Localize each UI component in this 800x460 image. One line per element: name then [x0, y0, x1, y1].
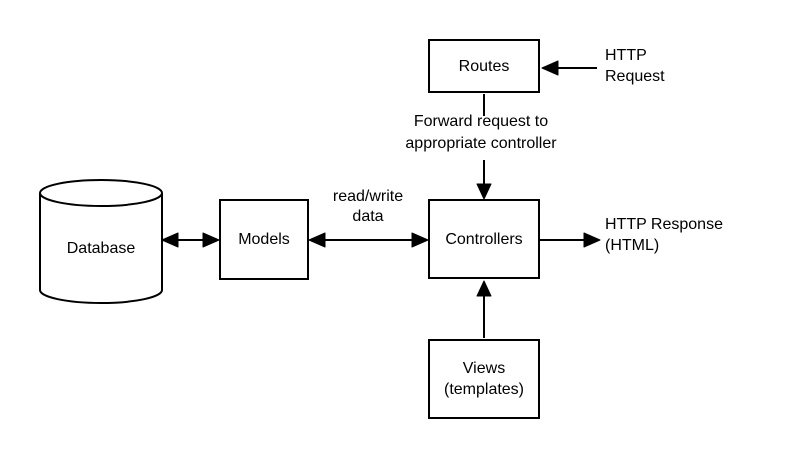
- arrow-routes-to-controllers: [476, 94, 492, 200]
- arrowhead-left-icon: [308, 232, 326, 248]
- node-views-label-line2: (templates): [443, 381, 525, 398]
- http-response-line2: (HTML): [605, 237, 660, 254]
- node-controllers: Controllers: [428, 199, 540, 279]
- arrowhead-down-icon: [476, 183, 492, 200]
- forward-request-line2: appropriate controller: [405, 135, 557, 152]
- arrowhead-right-icon: [411, 232, 429, 248]
- arrowhead-right-icon: [202, 232, 220, 248]
- arrowhead-right-icon: [583, 232, 601, 248]
- arrow-views-to-controllers: [476, 280, 492, 338]
- node-routes: Routes: [428, 39, 540, 93]
- read-write-line1: read/write: [332, 188, 404, 205]
- arrowhead-up-icon: [476, 280, 492, 297]
- read-write-line2: data: [352, 208, 384, 225]
- node-views-label-line1: Views: [462, 360, 506, 377]
- database-label-text: Database: [66, 240, 136, 257]
- arrow-database-models: [161, 232, 220, 248]
- forward-request-line1: Forward request to: [413, 113, 549, 130]
- node-controllers-label: Controllers: [445, 230, 523, 248]
- arrowhead-left-icon: [541, 60, 559, 76]
- http-request-line2: Request: [605, 68, 665, 85]
- arrow-http-request-to-routes: [541, 60, 597, 76]
- database-cylinder-body: [39, 193, 163, 304]
- arrow-models-controllers: [308, 232, 429, 248]
- edge-label-http-request: HTTP Request: [605, 45, 665, 87]
- arrow-controllers-to-http-response: [540, 232, 601, 248]
- node-views: Views (templates): [428, 339, 540, 419]
- node-routes-label: Routes: [458, 57, 510, 75]
- node-models: Models: [219, 199, 309, 280]
- edge-label-read-write-data: read/write data: [308, 187, 428, 227]
- database-cylinder-icon: [39, 179, 163, 304]
- http-response-line1: HTTP Response: [605, 216, 723, 233]
- node-database-label: Database: [40, 180, 162, 303]
- arrowhead-left-icon: [161, 232, 179, 248]
- edge-label-forward-request: Forward request to appropriate controlle…: [371, 111, 591, 155]
- node-models-label: Models: [238, 231, 290, 248]
- database-cylinder-top: [39, 179, 163, 207]
- edge-label-http-response: HTTP Response (HTML): [605, 214, 723, 256]
- http-request-line1: HTTP: [605, 47, 647, 64]
